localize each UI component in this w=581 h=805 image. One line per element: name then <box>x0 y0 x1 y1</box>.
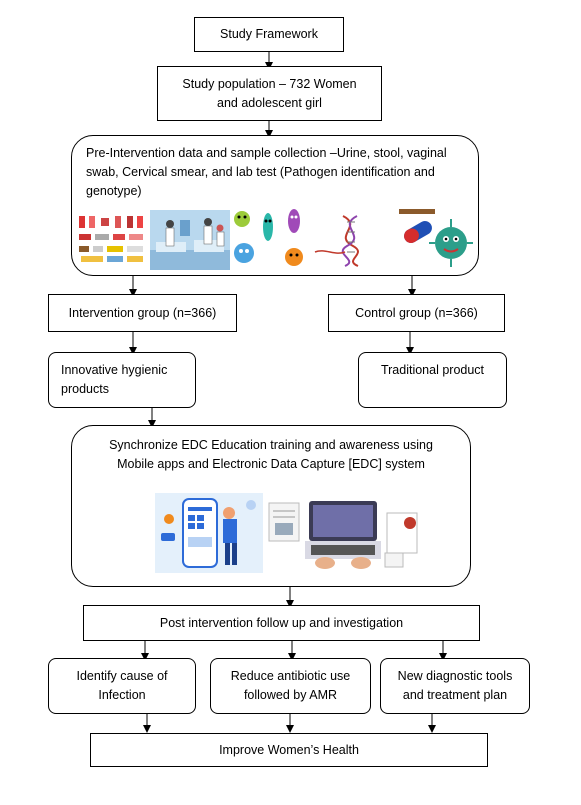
dna-genotype-image <box>313 212 383 267</box>
intervention-group-label: Intervention group (n=366) <box>68 305 217 320</box>
improve-health-label: Improve Women’s Health <box>219 742 359 757</box>
traditional-product-box: Traditional product <box>358 352 507 408</box>
traditional-product-label: Traditional product <box>380 363 485 377</box>
pre-intervention-label: Pre-Intervention data and sample collect… <box>86 146 447 198</box>
outcome-diagnostic-label: New diagnostic tools and treatment plan <box>397 669 513 702</box>
study-population-box: Study population – 732 Women and adolesc… <box>157 66 382 121</box>
pathogens-image <box>232 207 312 271</box>
intervention-group-box: Intervention group (n=366) <box>48 294 237 332</box>
innovative-products-label: Innovative hygienic products <box>61 363 168 396</box>
study-framework-label: Study Framework <box>220 27 318 41</box>
outcome-infection-box: Identify cause of Infection <box>48 658 196 714</box>
post-intervention-box: Post intervention follow up and investig… <box>83 605 480 641</box>
control-group-box: Control group (n=366) <box>328 294 505 332</box>
pre-intervention-box: Pre-Intervention data and sample collect… <box>71 135 479 276</box>
pill-and-germ-image <box>395 205 475 271</box>
outcome-diagnostic-box: New diagnostic tools and treatment plan <box>380 658 530 714</box>
outcome-antibiotic-label: Reduce antibiotic use followed by AMR <box>230 669 351 702</box>
control-group-label: Control group (n=366) <box>355 305 478 320</box>
outcome-antibiotic-box: Reduce antibiotic use followed by AMR <box>210 658 371 714</box>
edc-laptop-image <box>265 493 425 575</box>
improve-health-box: Improve Women’s Health <box>90 733 488 767</box>
outcome-infection-label: Identify cause of Infection <box>76 669 168 702</box>
study-framework-box: Study Framework <box>194 17 344 52</box>
post-intervention-label: Post intervention follow up and investig… <box>159 615 404 630</box>
study-population-label: Study population – 732 Women and adolesc… <box>182 76 357 110</box>
education-training-label: Synchronize EDC Education training and a… <box>109 438 433 471</box>
laboratory-image <box>150 210 230 270</box>
mobile-app-image <box>155 493 263 573</box>
lab-samples-image <box>77 212 147 267</box>
innovative-products-box: Innovative hygienic products <box>48 352 196 408</box>
